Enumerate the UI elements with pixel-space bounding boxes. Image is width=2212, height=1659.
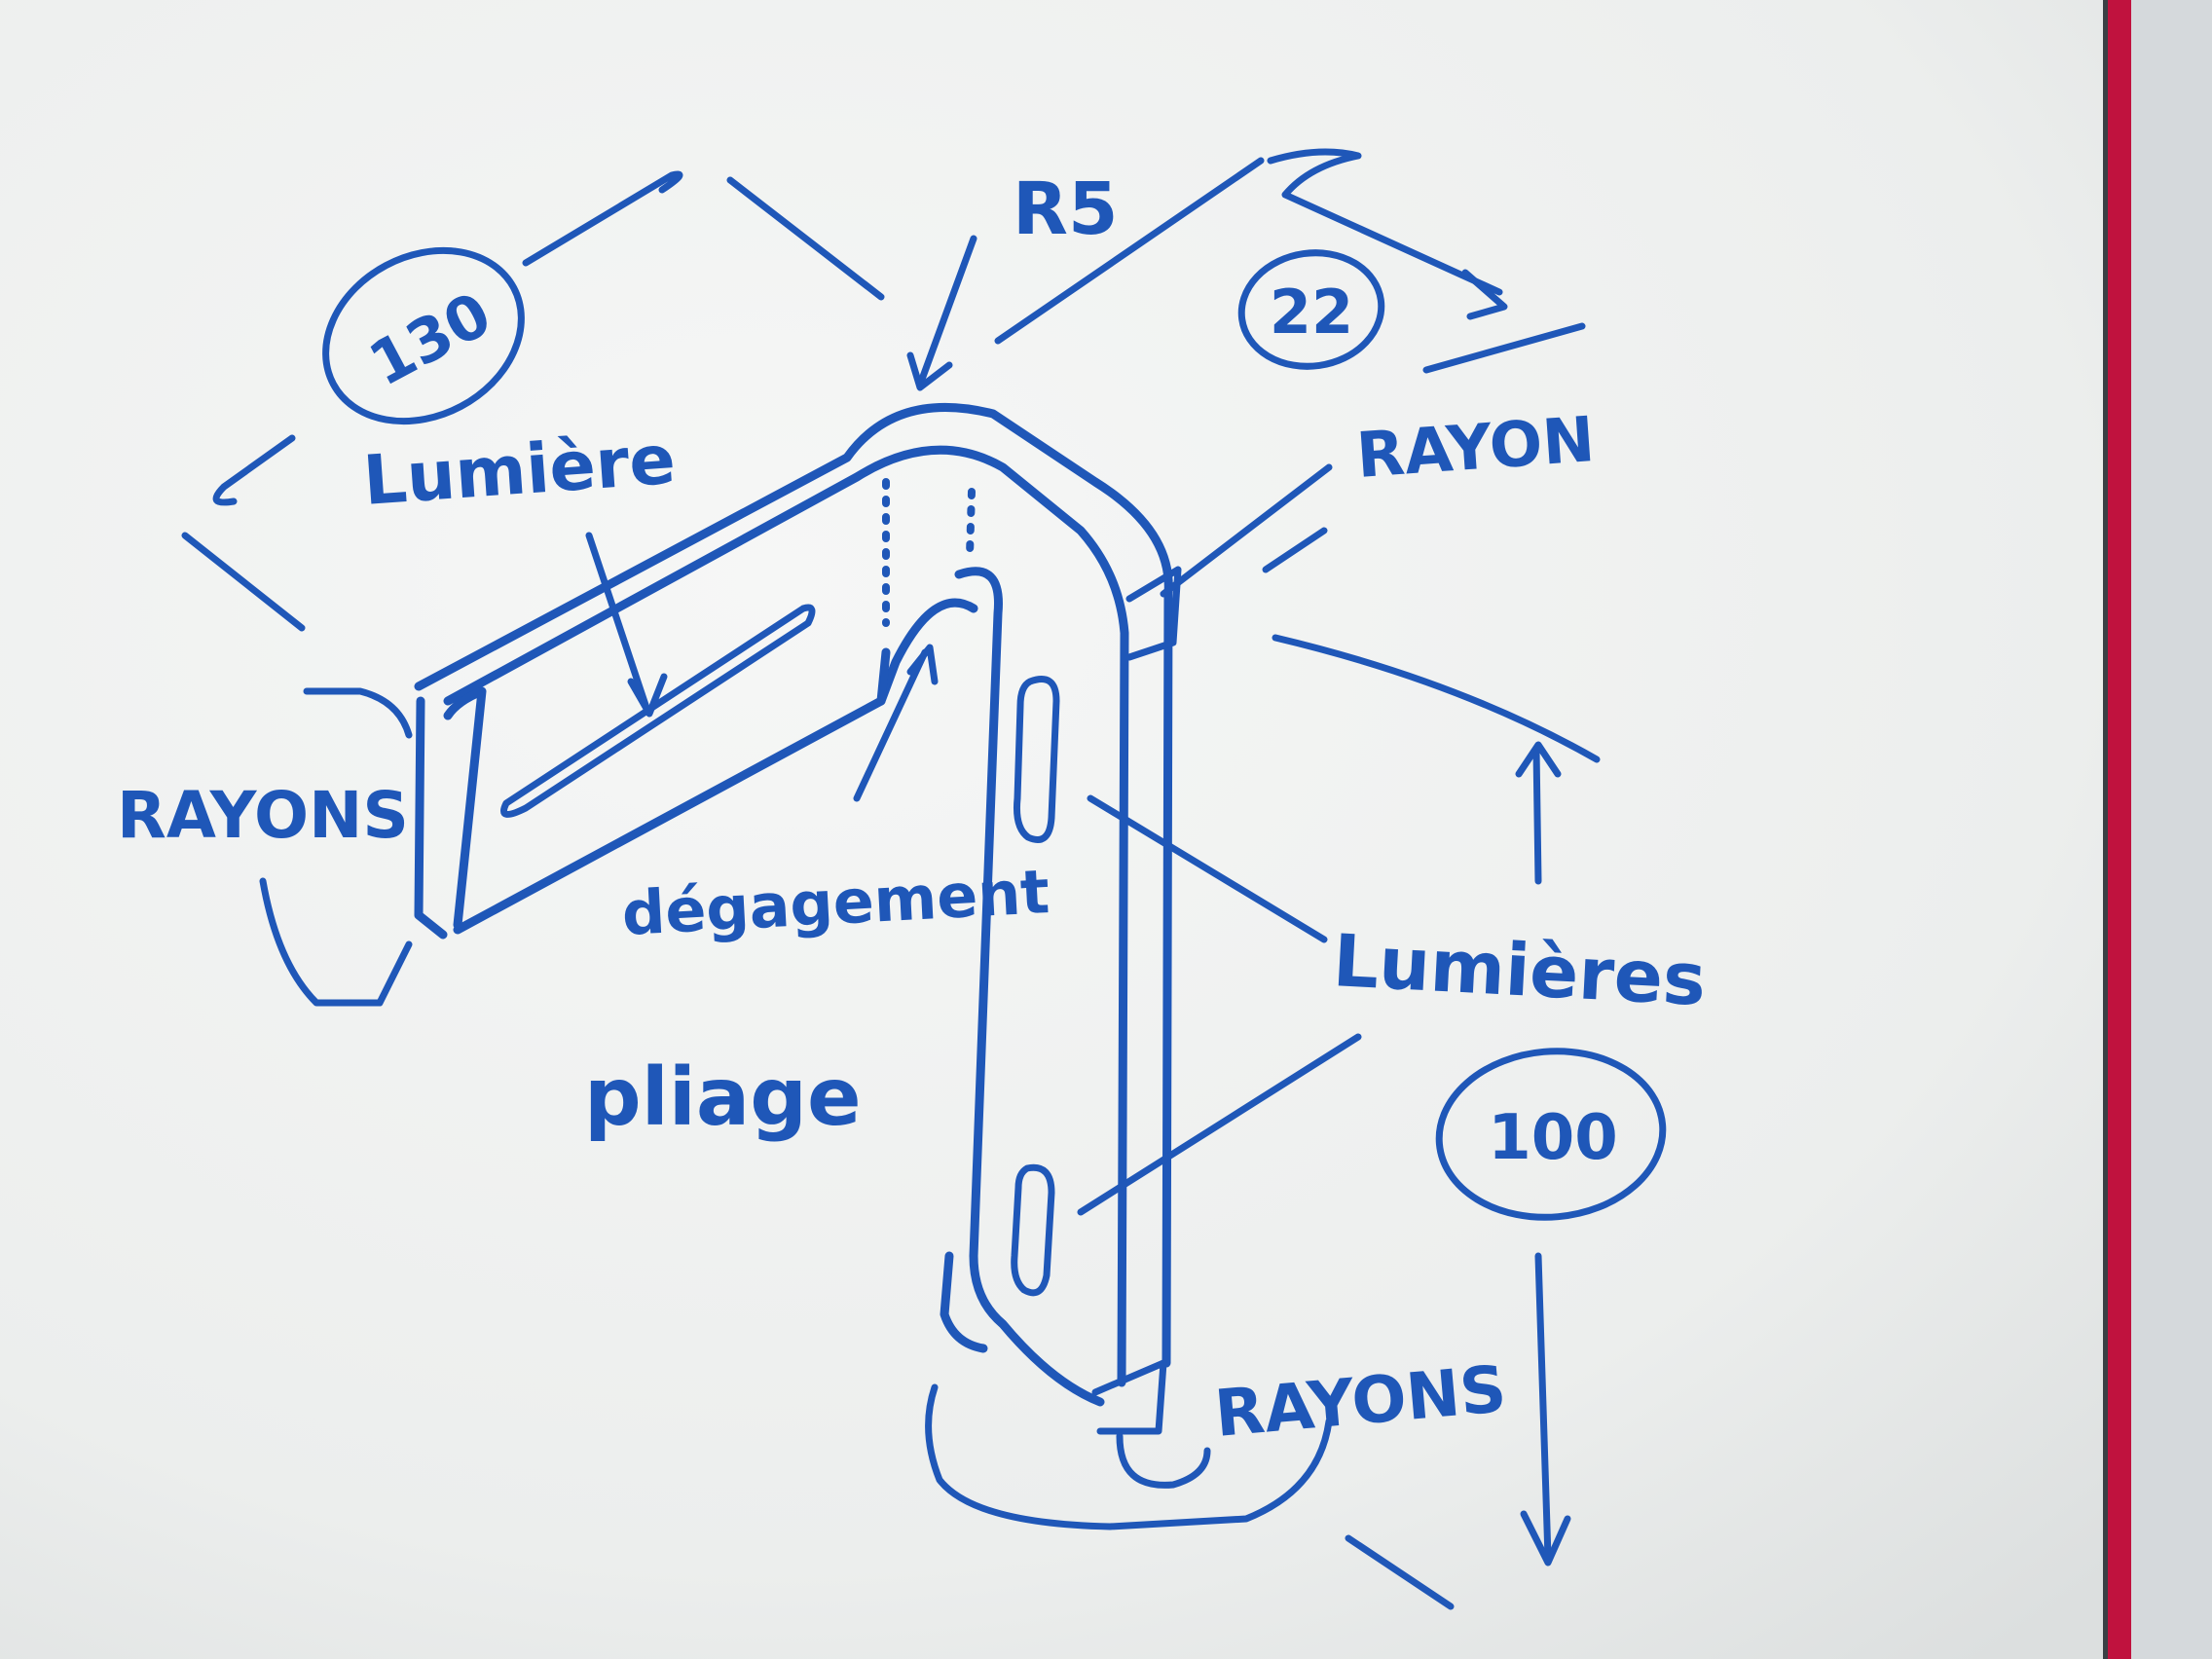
radius-top-right-label: RAYON <box>1354 404 1597 493</box>
slots-vertical-label: Lumières <box>1331 919 1708 1022</box>
dim-100-circle <box>1435 1048 1667 1221</box>
slot-vertical-upper <box>1014 676 1060 843</box>
dim-130-circle <box>322 246 525 425</box>
dim-22-label: 22 <box>1270 276 1353 348</box>
slot-top <box>500 604 816 818</box>
slots <box>500 604 1060 1297</box>
radii-left-label: RAYONS <box>117 778 409 853</box>
annotation-leaders <box>259 235 1362 1530</box>
dim-130-lines <box>181 170 885 632</box>
slot-vertical-lower <box>1011 1163 1055 1297</box>
bend-radius-label: R5 <box>1013 167 1118 251</box>
board-edge <box>2103 0 2212 1659</box>
dim-100-lines <box>1272 634 1601 1610</box>
bracket-outline <box>414 402 1182 1435</box>
dim-100-label: 100 <box>1488 1102 1618 1174</box>
relief-label-line2: pliage <box>584 1051 862 1144</box>
dim-22-lines <box>994 148 1586 374</box>
dim-22-circle <box>1237 249 1385 370</box>
